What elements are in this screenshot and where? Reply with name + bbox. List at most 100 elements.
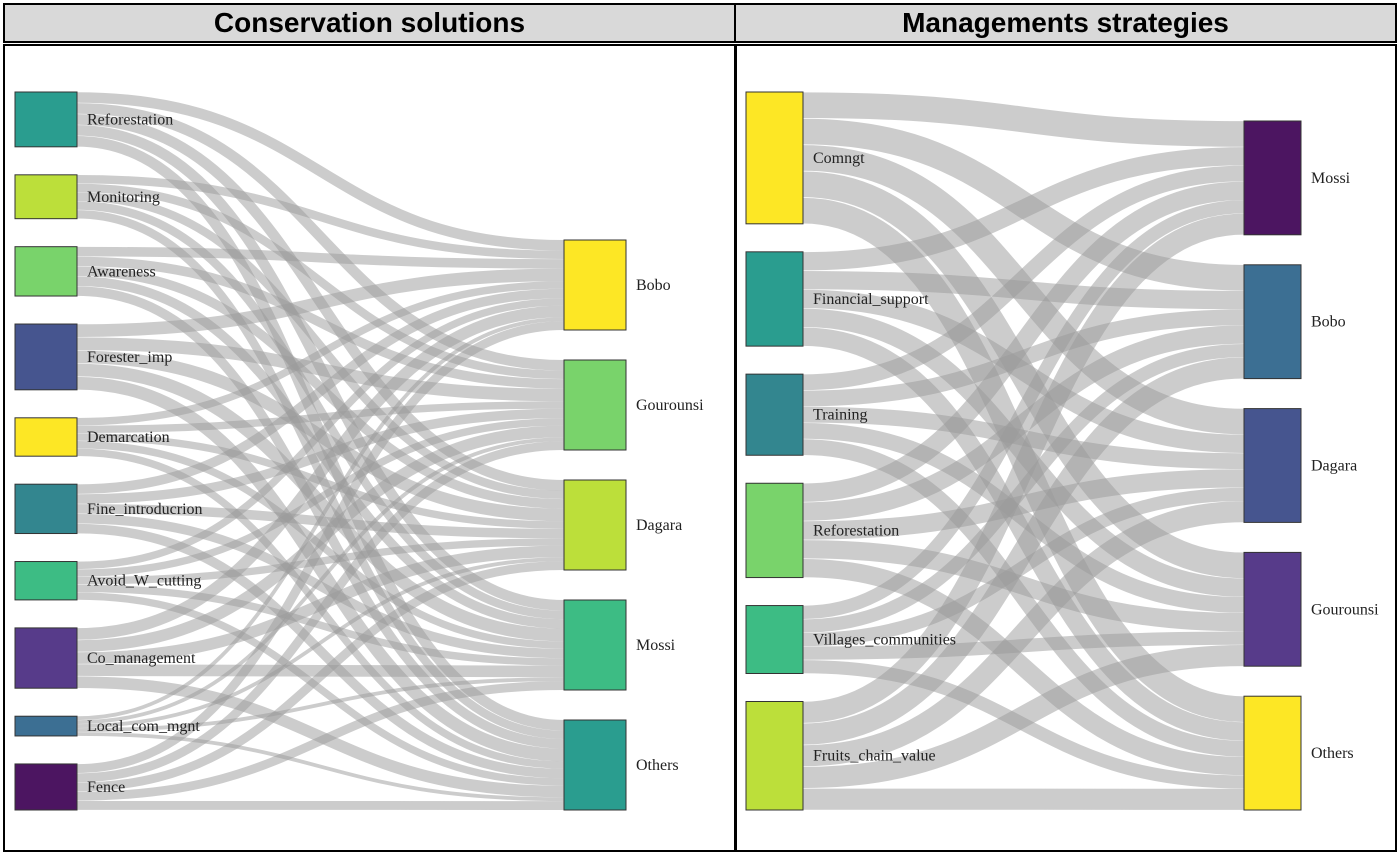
target-node-dagara: [1243, 408, 1302, 523]
source-node-villages-communities: [745, 605, 804, 674]
target-label-others: Others: [1311, 745, 1354, 762]
link-demarcation-to-gourounsi: [76, 401, 565, 434]
link-fruits-chain-value-to-gourounsi: [802, 644, 1245, 788]
source-label-fruits-chain-value: Fruits_chain_value: [813, 748, 936, 765]
target-label-mossi: Mossi: [1311, 170, 1351, 187]
source-node-comngt: [745, 91, 804, 225]
link-forester-imp-to-bobo: [76, 268, 565, 337]
source-node-co-management: [14, 627, 78, 689]
source-label-awareness: Awareness: [87, 263, 156, 280]
link-fence-to-gourounsi: [76, 441, 565, 783]
link-demarcation-to-bobo: [76, 281, 565, 426]
link-monitoring-to-gourounsi: [76, 183, 565, 380]
target-label-bobo: Bobo: [636, 277, 671, 294]
link-local-com-mgnt-to-dagara: [76, 557, 565, 728]
target-label-dagara: Dagara: [1311, 458, 1357, 475]
target-node-bobo: [1243, 264, 1302, 380]
links: [76, 92, 565, 810]
link-fruits-chain-value-to-bobo: [802, 357, 1245, 745]
link-financial-support-to-mossi: [802, 147, 1245, 271]
target-node-gourounsi: [563, 359, 627, 451]
link-reforestation-to-bobo: [76, 92, 565, 251]
link-forester-imp-to-mossi: [76, 363, 565, 642]
source-label-co-management: Co_management: [87, 650, 196, 667]
source-label-reforestation: Reforestation: [813, 522, 899, 539]
source-node-demarcation: [14, 417, 78, 457]
link-local-com-mgnt-to-bobo: [76, 317, 565, 721]
target-node-bobo: [563, 239, 627, 331]
link-co-management-to-bobo: [76, 305, 565, 640]
source-node-forester-imp: [14, 323, 78, 391]
link-forester-imp-to-gourounsi: [76, 337, 565, 402]
link-awareness-to-bobo: [76, 246, 565, 269]
source-node-fence: [14, 763, 78, 811]
management-strategies-header: Managements strategies: [734, 3, 1397, 43]
source-label-avoid-w-cutting: Avoid_W_cutting: [87, 573, 201, 590]
target-node-dagara: [563, 479, 627, 571]
target-node-others: [563, 719, 627, 811]
link-local-com-mgnt-to-others: [76, 732, 565, 802]
source-node-monitoring: [14, 174, 78, 220]
link-local-com-mgnt-to-gourounsi: [76, 437, 565, 725]
management-sankey: ComngtFinancial_supportTrainingReforesta…: [745, 91, 1379, 811]
link-reforestation-to-others: [802, 558, 1245, 776]
target-node-mossi: [1243, 120, 1302, 236]
link-reforestation-to-dagara: [802, 469, 1245, 540]
link-monitoring-to-bobo: [76, 174, 565, 260]
link-fine-introducrion-to-mossi: [76, 513, 565, 659]
link-fence-to-bobo: [76, 321, 565, 773]
link-fruits-chain-value-to-dagara: [802, 501, 1245, 767]
source-label-local-com-mgnt: Local_com_mgnt: [87, 718, 200, 735]
link-local-com-mgnt-to-mossi: [76, 677, 565, 732]
link-training-to-gourounsi: [802, 423, 1245, 613]
link-fine-introducrion-to-bobo: [76, 288, 565, 494]
source-node-fine-introducrion: [14, 483, 78, 535]
link-fine-introducrion-to-others: [76, 523, 565, 779]
target-label-bobo: Bobo: [1311, 314, 1346, 331]
link-fence-to-mossi: [76, 681, 565, 801]
link-fence-to-dagara: [76, 561, 565, 792]
link-avoid-w-cutting-to-others: [76, 592, 565, 786]
target-label-gourounsi: Gourounsi: [636, 397, 704, 414]
conservation-solutions-title: Conservation solutions: [213, 7, 526, 38]
link-fruits-chain-value-to-mossi: [802, 213, 1245, 723]
link-avoid-w-cutting-to-gourounsi: [76, 418, 565, 577]
target-label-gourounsi: Gourounsi: [1311, 601, 1379, 618]
link-avoid-w-cutting-to-dagara: [76, 538, 565, 585]
source-node-training: [745, 373, 804, 456]
link-avoid-w-cutting-to-bobo: [76, 298, 565, 570]
link-awareness-to-gourounsi: [76, 256, 565, 389]
target-label-others: Others: [636, 757, 679, 774]
source-label-villages-communities: Villages_communities: [813, 632, 956, 649]
link-financial-support-to-dagara: [802, 289, 1245, 454]
target-node-mossi: [563, 599, 627, 691]
source-label-training: Training: [813, 407, 868, 424]
link-reforestation-to-mossi: [802, 181, 1245, 502]
source-label-fence: Fence: [87, 779, 125, 796]
link-training-to-bobo: [802, 309, 1245, 407]
source-label-reforestation: Reforestation: [87, 111, 173, 128]
source-node-reforestation: [14, 91, 78, 148]
target-node-others: [1243, 695, 1302, 811]
link-training-to-dagara: [802, 406, 1245, 469]
source-node-financial-support: [745, 251, 804, 347]
link-avoid-w-cutting-to-mossi: [76, 584, 565, 666]
source-label-comngt: Comngt: [813, 150, 865, 167]
link-reforestation-to-gourounsi: [802, 540, 1245, 632]
target-label-dagara: Dagara: [636, 517, 682, 534]
management-strategies-title: Managements strategies: [902, 7, 1229, 38]
source-label-forester-imp: Forester_imp: [87, 349, 172, 366]
link-forester-imp-to-others: [76, 376, 565, 762]
link-monitoring-to-mossi: [76, 201, 565, 620]
link-villages-communities-to-mossi: [802, 200, 1245, 619]
link-training-to-others: [802, 439, 1245, 757]
link-training-to-mossi: [802, 165, 1245, 391]
source-node-avoid-w-cutting: [14, 561, 78, 601]
source-label-fine-introducrion: Fine_introducrion: [87, 501, 203, 518]
source-node-awareness: [14, 246, 78, 297]
target-node-gourounsi: [1243, 551, 1302, 667]
source-node-reforestation: [745, 482, 804, 579]
links: [802, 92, 1245, 810]
